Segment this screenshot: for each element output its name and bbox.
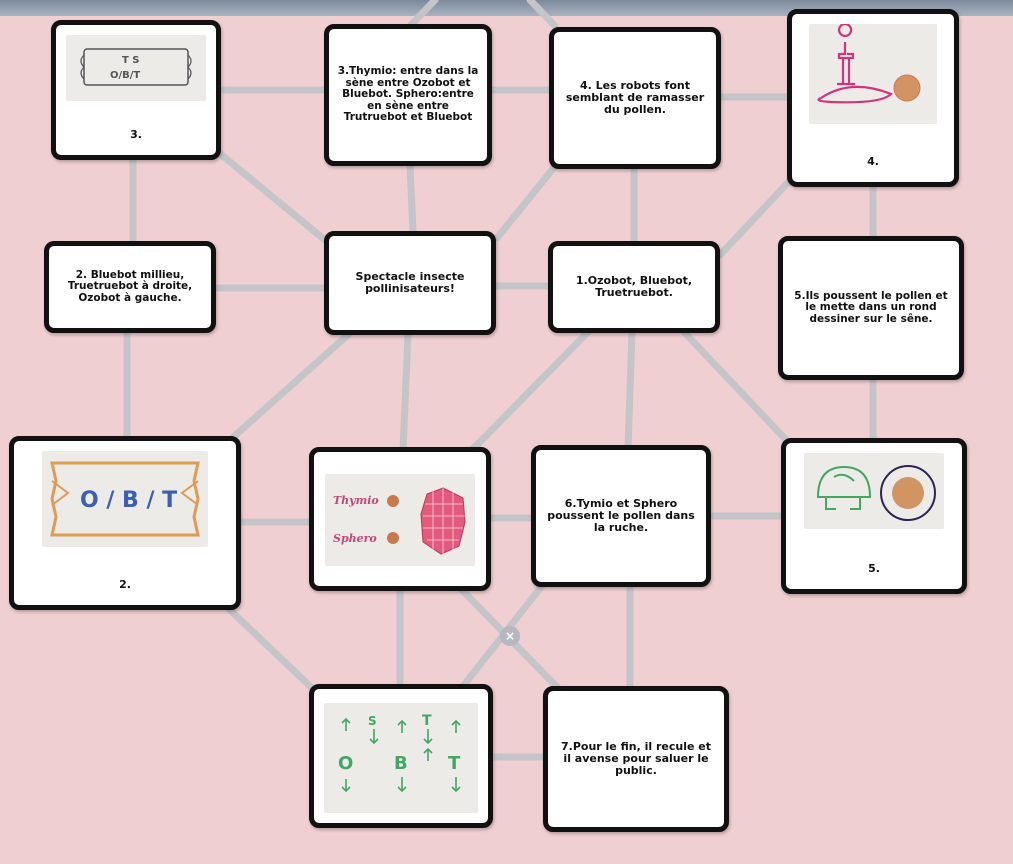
card-4[interactable]: 4.	[787, 9, 959, 187]
card-3-caption: 3.	[130, 128, 142, 141]
card-5-caption: 5.	[868, 562, 880, 575]
card-2[interactable]: O / B / T 2.	[9, 436, 241, 610]
link-line	[624, 328, 636, 452]
sketch-text-bottom: O/B/T	[110, 70, 140, 81]
note-6[interactable]: 6.Tymio et Sphero poussent le pollen dan…	[531, 445, 711, 587]
card-7-sketch: O S B T T	[324, 703, 478, 813]
card-4-sketch	[809, 24, 937, 124]
card-3-sketch: T S O/B/T	[66, 35, 206, 101]
link-line	[214, 148, 329, 244]
ticket-drawing: O / B / T	[50, 461, 200, 537]
card-3[interactable]: T S O/B/T 3.	[51, 20, 221, 160]
note-4[interactable]: 4. Les robots font semblant de ramasser …	[549, 27, 721, 169]
central-topic[interactable]: Spectacle insecte pollinisateurs!	[324, 231, 496, 335]
link-line	[406, 0, 439, 30]
arrow-letter: T	[422, 713, 432, 729]
arrow-letter: T	[448, 753, 461, 774]
note-2-text: 2. Bluebot millieu, Truetruebot à droite…	[67, 268, 193, 304]
note-3[interactable]: 3.Thymio: entre dans la sène entre Ozobo…	[324, 24, 492, 166]
arrow-letter: B	[394, 753, 408, 774]
note-6-text: 6.Tymio et Sphero poussent le pollen dan…	[547, 497, 695, 534]
note-5[interactable]: 5.Ils poussent le pollen et le mette dan…	[778, 236, 964, 380]
link-line	[466, 326, 594, 456]
remove-link-button[interactable]: ×	[500, 626, 520, 646]
card-7-sketch-card[interactable]: O S B T T	[309, 684, 493, 828]
arrow-letter: S	[368, 714, 377, 728]
card-thymio-sphero-sketch: Thymio Sphero	[325, 474, 475, 566]
sketch-text-top: T S	[122, 55, 140, 66]
note-7-text: 7.Pour le fin, il recule et il avense po…	[561, 740, 711, 777]
arrows-drawing: O S B T T	[338, 713, 461, 793]
note-4-text: 4. Les robots font semblant de ramasser …	[565, 79, 705, 116]
link-line	[716, 171, 799, 259]
link-line	[399, 330, 412, 454]
sketch-text: O / B / T	[80, 488, 177, 513]
central-topic-text: Spectacle insecte pollinisateurs!	[355, 270, 465, 295]
note-7[interactable]: 7.Pour le fin, il recule et il avense po…	[543, 686, 729, 832]
card-2-caption: 2.	[119, 578, 131, 591]
link-line	[526, 0, 559, 30]
link-line	[681, 329, 794, 448]
robot-pollen-drawing	[816, 465, 936, 521]
arrow-letter: O	[338, 753, 353, 774]
note-2[interactable]: 2. Bluebot millieu, Truetruebot à droite…	[44, 241, 216, 333]
card-4-caption: 4.	[867, 155, 879, 168]
sketch-label-2: Sphero	[333, 532, 377, 545]
window-top-strip	[0, 0, 1013, 16]
note-3-text: 3.Thymio: entre dans la sène entre Ozobo…	[337, 65, 479, 124]
pollen-pickup-drawing	[817, 24, 921, 104]
card-2-sketch: O / B / T	[42, 451, 208, 547]
card-thymio-sphero[interactable]: Thymio Sphero	[309, 447, 491, 591]
note-1[interactable]: 1.Ozobot, Bluebot, Truetruebot.	[548, 241, 720, 333]
sketch-label-1: Thymio	[333, 494, 379, 507]
card-5[interactable]: 5.	[781, 438, 967, 594]
hive-drawing: Thymio Sphero	[333, 487, 466, 555]
link-line	[226, 606, 316, 692]
link-line	[493, 156, 564, 242]
note-5-text: 5.Ils poussent le pollen et le mette dan…	[794, 289, 948, 325]
ticket-drawing: T S O/B/T	[80, 48, 192, 86]
note-1-text: 1.Ozobot, Bluebot, Truetruebot.	[575, 274, 693, 299]
card-5-sketch	[804, 453, 944, 529]
link-line	[406, 161, 417, 236]
link-line	[226, 329, 354, 444]
